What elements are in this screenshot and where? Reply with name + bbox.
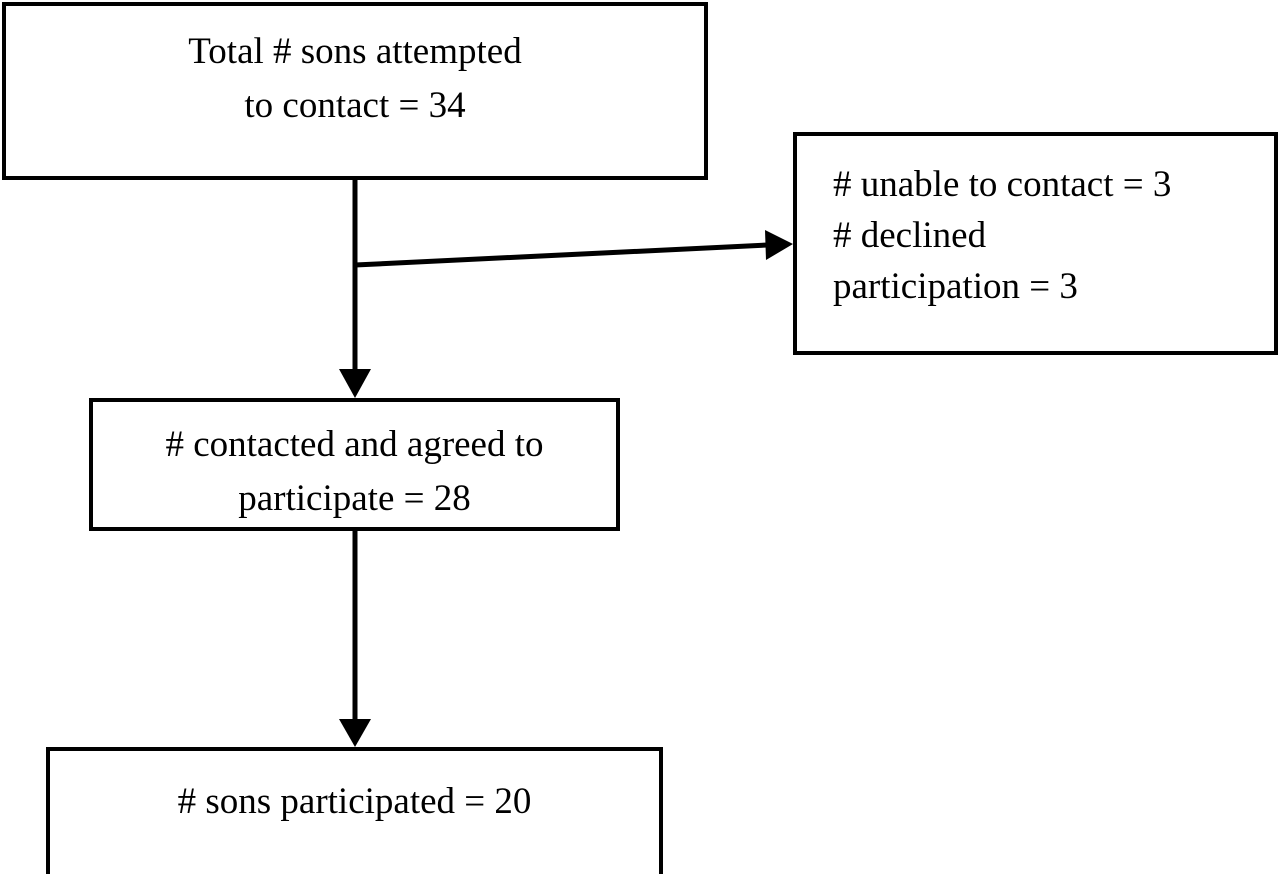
node-sons-participated: # sons participated = 20 xyxy=(46,747,663,874)
node-total-line-1: Total # sons attempted xyxy=(188,31,522,72)
arrow-to-excluded-head xyxy=(765,230,793,260)
node-total-line-2: to contact = 34 xyxy=(244,85,466,126)
node-agreed-line-1: # contacted and agreed to xyxy=(165,424,544,465)
arrow-total-to-agreed-head xyxy=(339,369,371,398)
node-agreed-line-2: participate = 28 xyxy=(238,478,471,519)
node-participated-line-1: # sons participated = 20 xyxy=(177,781,532,822)
node-excluded-line-2: # declined xyxy=(833,215,987,256)
node-total-attempted: Total # sons attempted to contact = 34 xyxy=(2,2,708,180)
node-excluded-line-3: participation = 3 xyxy=(833,266,1078,307)
arrow-agreed-to-participated-head xyxy=(339,719,371,747)
node-contacted-agreed: # contacted and agreed to participate = … xyxy=(89,398,620,531)
node-excluded: # unable to contact = 3 # declined parti… xyxy=(793,132,1278,355)
arrow-to-excluded-shaft xyxy=(354,242,769,268)
node-excluded-line-1: # unable to contact = 3 xyxy=(833,164,1172,205)
